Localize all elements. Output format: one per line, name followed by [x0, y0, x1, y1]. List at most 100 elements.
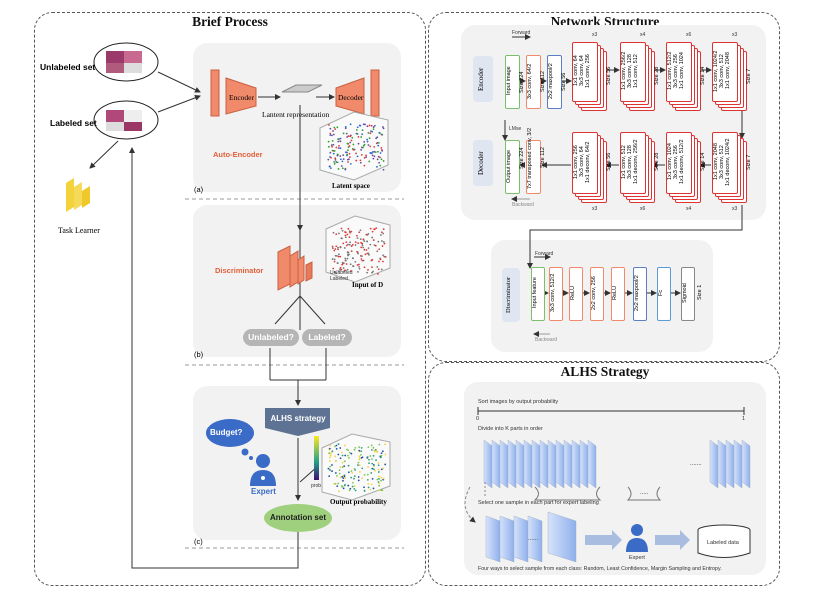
scatter-dot [370, 483, 373, 486]
scatter-dot [378, 443, 381, 446]
scatter-dot [362, 238, 365, 241]
alhs-strategy-panel [428, 362, 780, 586]
encoder-block-size: Size 7 [746, 68, 752, 84]
disc-layer-text: ReLU [612, 285, 618, 301]
scatter-dot [370, 472, 373, 474]
autoencoder-graphic [210, 69, 380, 330]
scatter-dot [340, 227, 343, 230]
backward-label: Backward [512, 202, 534, 208]
scatter-dot [356, 251, 359, 254]
sorted-image-card [499, 439, 509, 489]
label-a: (a) [194, 185, 204, 194]
scatter-dot [343, 475, 346, 478]
scatter-dot [369, 243, 372, 246]
scatter-dot [348, 489, 351, 492]
scatter-dot [333, 249, 336, 252]
encoder-block [712, 42, 738, 102]
scatter-dot [367, 247, 370, 250]
scatter-dot [378, 489, 381, 492]
scatter-dot [359, 161, 362, 164]
decoder-layer [526, 140, 541, 194]
scatter-dot [338, 490, 340, 493]
sorted-image-card [709, 439, 719, 489]
scatter-dot [329, 454, 332, 457]
expert-small-icon [626, 524, 648, 552]
scatter-dot [358, 455, 361, 458]
scatter-dot [334, 455, 337, 458]
decoder-repeat: x4 [686, 206, 692, 212]
sorted-image-card [483, 439, 493, 489]
scatter-dot [373, 228, 376, 231]
scatter-dot [380, 454, 383, 457]
scatter-dot [382, 260, 384, 263]
scatter-dot [331, 450, 334, 453]
scatter-dot [348, 451, 351, 454]
scatter-dot [367, 486, 370, 489]
decoder-block-size: Size 28 [654, 152, 660, 172]
sorted-image-card [523, 439, 533, 489]
scatter-dot [342, 267, 345, 269]
scatter-dot [334, 128, 337, 131]
scatter-dot [358, 265, 360, 268]
decoder-side-text: Decoder [477, 151, 485, 175]
scatter-dot [327, 467, 330, 470]
lmse-label: LMse [509, 126, 522, 132]
scatter-dot [329, 151, 332, 154]
scatter-dot [373, 150, 376, 153]
scatter-dot [348, 456, 350, 459]
scatter-dot [350, 139, 353, 142]
scatter-dot [361, 133, 363, 136]
scatter-dot [359, 254, 362, 257]
scatter-dot [361, 477, 363, 480]
scatter-dot [368, 160, 371, 163]
scatter-dot [327, 145, 330, 148]
scatter-dot [344, 231, 346, 233]
disc-layer-text: Sigmoid [682, 283, 688, 303]
scatter-dot [366, 233, 369, 236]
scatter-dot [342, 154, 345, 157]
latent-space-plot [319, 111, 389, 181]
scatter-dot [338, 469, 341, 472]
unlabeled-question-pill: Unlabeled? [243, 329, 299, 346]
unlabeled-thumbnail [93, 42, 159, 82]
scatter-dot [360, 241, 363, 244]
scatter-dot [349, 156, 351, 159]
scatter-dot [355, 152, 357, 155]
scatter-dot [357, 142, 360, 145]
scatter-dot [341, 454, 344, 457]
scatter-dot [342, 262, 345, 265]
scatter-dot [336, 154, 339, 157]
encoder-block-size: Size 14 [700, 66, 706, 86]
scatter-dot [384, 463, 387, 466]
scatter-dot [364, 123, 366, 126]
scatter-dot [346, 153, 349, 156]
scatter-dot [374, 449, 377, 451]
scatter-dot [328, 460, 331, 462]
scatter-dot [371, 236, 374, 239]
scatter-dot [370, 449, 373, 451]
scatter-dot [378, 475, 380, 478]
scatter-dot [373, 155, 376, 158]
scatter-dot [379, 164, 382, 167]
scatter-dot [377, 240, 380, 243]
scatter-dot [334, 248, 337, 250]
scatter-dot [357, 136, 360, 138]
alhs-step4: Four ways to select sample from each cla… [478, 566, 722, 572]
scatter-dot [349, 123, 352, 126]
scatter-dot [376, 478, 379, 481]
alhs-dots-1: ....... [690, 461, 702, 467]
scatter-dot [381, 149, 384, 152]
scatter-dot [339, 476, 342, 479]
decoder-block [712, 132, 738, 194]
scatter-dot [331, 464, 333, 466]
scatter-dot [339, 266, 342, 269]
scatter-dot [378, 482, 381, 485]
scatter-dot [379, 152, 382, 154]
scatter-dot [354, 244, 357, 246]
scatter-dot [347, 135, 350, 137]
scatter-dot [346, 149, 349, 152]
scatter-dot [382, 232, 385, 235]
scatter-dot [349, 241, 351, 244]
scatter-dot [337, 246, 339, 249]
encoder-block-size: Size 56 [606, 66, 612, 86]
